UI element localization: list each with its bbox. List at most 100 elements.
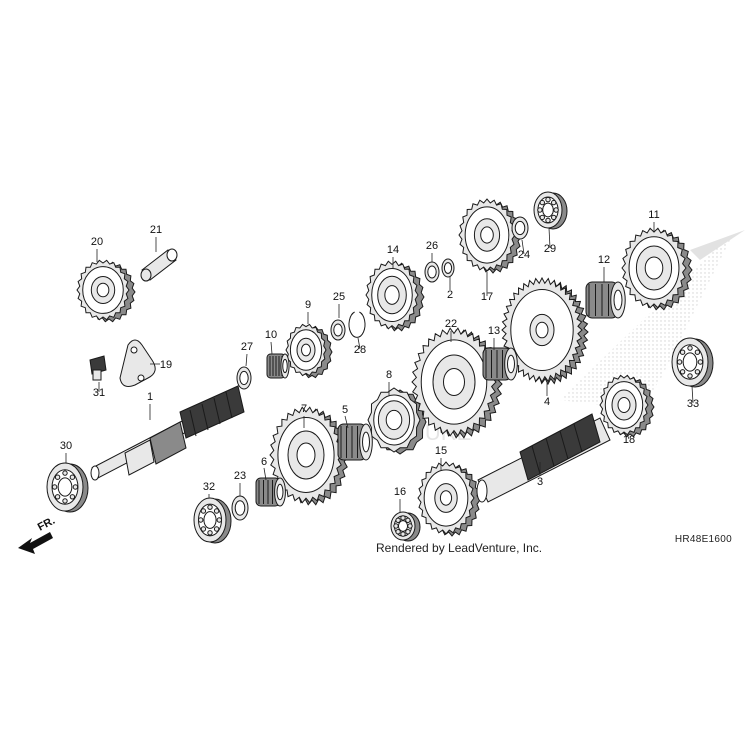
callout-16: 16	[394, 486, 406, 512]
bolt-part-31	[89, 355, 107, 381]
needle-part-5	[337, 423, 373, 461]
callout-leader-line	[548, 227, 551, 249]
gear-part-4	[501, 276, 589, 386]
callout-28: 28	[354, 337, 366, 356]
callout-number: 9	[305, 299, 311, 311]
callout-leader-line	[245, 353, 248, 367]
callout-5: 5	[342, 404, 349, 429]
callout-number: 25	[333, 291, 345, 303]
callout-number: 13	[488, 325, 500, 337]
callout-14: 14	[387, 244, 399, 268]
callout-3: 3	[537, 462, 543, 488]
callout-number: 1	[147, 391, 153, 403]
callout-number: 19	[160, 359, 172, 371]
washer-part-2	[441, 258, 455, 278]
callout-11: 11	[648, 209, 660, 232]
callout-number: 29	[544, 243, 556, 255]
washer-part-26	[424, 261, 440, 283]
bearing-part-29	[533, 191, 568, 230]
shaft-part-21	[140, 248, 178, 282]
callout-leader-line	[691, 385, 694, 404]
gear-part-15	[417, 461, 481, 537]
washer-part-23	[231, 495, 249, 521]
callout-number: 31	[93, 387, 105, 399]
callout-12: 12	[598, 254, 610, 282]
callout-27: 27	[241, 341, 253, 367]
callout-number: 21	[150, 224, 162, 236]
callout-number: 18	[623, 434, 635, 446]
callout-number: 22	[445, 318, 457, 330]
callout-15: 15	[435, 445, 447, 470]
callout-number: 12	[598, 254, 610, 266]
callout-7: 7	[301, 403, 307, 428]
callout-10: 10	[265, 329, 277, 355]
callout-number: 33	[687, 398, 699, 410]
callout-number: 28	[354, 344, 366, 356]
gear-part-22	[411, 327, 503, 439]
needle-part-12	[585, 281, 626, 319]
callout-30: 30	[60, 440, 72, 463]
direction-label: FR.	[36, 515, 57, 534]
callout-31: 31	[93, 382, 105, 399]
washer-part-27	[236, 366, 252, 390]
callout-24: 24	[518, 239, 530, 261]
gear-part-20	[76, 259, 136, 323]
callout-number: 2	[447, 289, 453, 301]
bearing-part-32	[193, 497, 232, 544]
callout-26: 26	[426, 240, 438, 262]
gear-part-18	[599, 374, 655, 438]
callout-leader-line	[270, 341, 273, 355]
front-direction-arrow: FR.	[18, 515, 57, 554]
callout-number: 3	[537, 476, 543, 488]
callout-leader-line	[357, 337, 361, 350]
callout-number: 14	[387, 244, 399, 256]
callout-4: 4	[544, 382, 550, 408]
bearing-part-16	[390, 511, 421, 542]
mainshaft-part-1	[90, 385, 245, 481]
gear-part-17	[458, 198, 522, 274]
diagram-code: HR48E1600	[674, 534, 732, 545]
callout-number: 27	[241, 341, 253, 353]
callout-leader-line	[521, 239, 525, 255]
callout-13: 13	[488, 325, 500, 350]
callout-number: 17	[481, 291, 493, 303]
render-credit: Rendered by LeadVenture, Inc.	[376, 541, 543, 555]
gear-part-9	[285, 323, 333, 379]
callout-19: 19	[150, 359, 172, 371]
callout-number: 8	[386, 369, 392, 381]
callout-number: 30	[60, 440, 72, 452]
callout-21: 21	[150, 224, 162, 252]
countershaft-part-3	[476, 413, 611, 503]
gear-part-14	[365, 260, 425, 332]
callout-number: 15	[435, 445, 447, 457]
circlip-part-28	[348, 311, 366, 338]
needle-part-13	[482, 347, 518, 381]
needle-part-6	[255, 477, 286, 507]
callout-number: 4	[544, 396, 550, 408]
callout-number: 26	[426, 240, 438, 252]
callout-number: 11	[648, 209, 659, 221]
callout-number: 24	[518, 249, 530, 261]
gear-part-7	[269, 406, 349, 506]
callout-number: 5	[342, 404, 348, 416]
callout-33: 33	[687, 385, 699, 410]
callout-leader-line	[263, 467, 267, 481]
callout-22: 22	[445, 318, 457, 342]
callout-number: 16	[394, 486, 406, 498]
bearing-part-33	[671, 337, 714, 388]
gear-part-11	[621, 227, 693, 311]
bearing-part-30	[46, 462, 89, 513]
callout-leader-line	[626, 433, 630, 440]
callout-leader-line	[344, 415, 349, 429]
callout-1: 1	[147, 391, 153, 420]
callout-number: 10	[265, 329, 277, 341]
washer-part-24	[511, 216, 529, 240]
needle-part-10	[266, 353, 290, 379]
callout-18: 18	[623, 433, 635, 446]
gear-part-8	[367, 387, 427, 455]
setting-plate-part-19	[119, 339, 156, 387]
callout-23: 23	[234, 470, 246, 496]
callout-number: 6	[261, 456, 267, 468]
